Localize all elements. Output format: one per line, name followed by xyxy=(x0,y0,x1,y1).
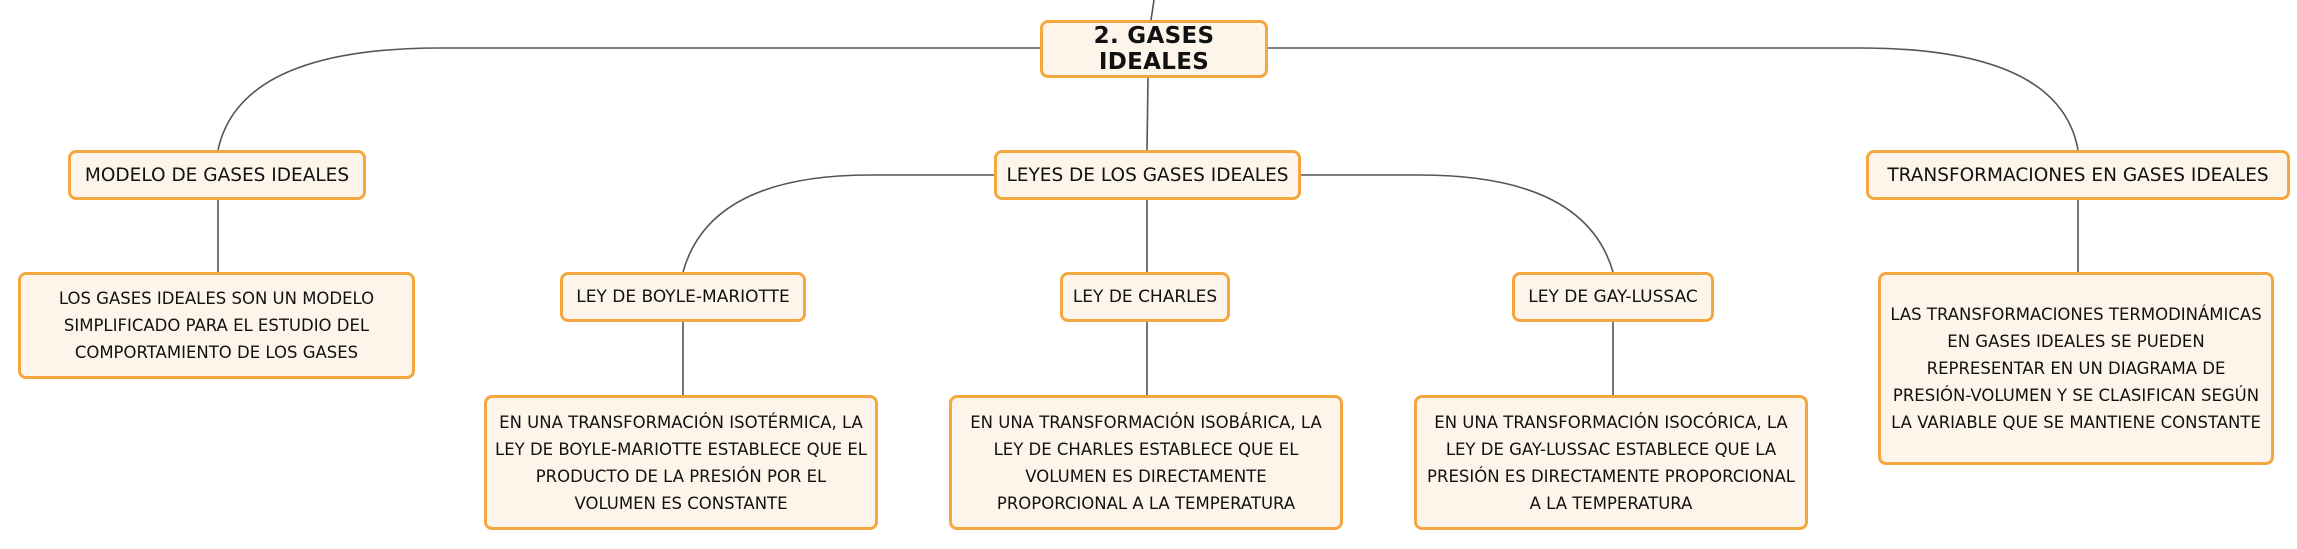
connector-root-modelo xyxy=(217,47,1040,151)
connector-leyes-gaylussac xyxy=(1301,174,1614,273)
ley-boyle-description-text: EN UNA TRANSFORMACIÓN ISOTÉRMICA, LA LEY… xyxy=(495,412,867,513)
ley-gaylussac-description-text: EN UNA TRANSFORMACIÓN ISOCÓRICA, LA LEY … xyxy=(1427,412,1795,513)
ley-charles-description-node[interactable]: EN UNA TRANSFORMACIÓN ISOBÁRICA, LA LEY … xyxy=(949,395,1343,530)
connector-parent-root xyxy=(1150,0,1155,21)
connector-leyes-boyle xyxy=(682,174,994,273)
branch-leyes-label: LEYES DE LOS GASES IDEALES xyxy=(1006,164,1289,186)
modelo-description-text: LOS GASES IDEALES SON UN MODELO SIMPLIFI… xyxy=(58,289,375,362)
connector-root-leyes xyxy=(1146,77,1149,151)
connector-root-transformaciones xyxy=(1268,47,2079,151)
ley-charles-description-text: EN UNA TRANSFORMACIÓN ISOBÁRICA, LA LEY … xyxy=(970,412,1322,513)
modelo-description-node[interactable]: LOS GASES IDEALES SON UN MODELO SIMPLIFI… xyxy=(18,272,415,379)
branch-transformaciones-label: TRANSFORMACIONES EN GASES IDEALES xyxy=(1887,164,2269,186)
ley-gaylussac-description-node[interactable]: EN UNA TRANSFORMACIÓN ISOCÓRICA, LA LEY … xyxy=(1414,395,1808,530)
transformaciones-description-node[interactable]: LAS TRANSFORMACIONES TERMODINÁMICAS EN G… xyxy=(1878,272,2274,465)
ley-gaylussac-node[interactable]: LEY DE GAY-LUSSAC xyxy=(1512,272,1714,322)
transformaciones-description-text: LAS TRANSFORMACIONES TERMODINÁMICAS EN G… xyxy=(1890,305,2262,432)
ley-charles-label: LEY DE CHARLES xyxy=(1072,287,1218,307)
root-label: 2. GASES IDEALES xyxy=(1093,23,1215,75)
ley-charles-node[interactable]: LEY DE CHARLES xyxy=(1060,272,1230,322)
branch-modelo-node[interactable]: MODELO DE GASES IDEALES xyxy=(68,150,366,200)
branch-leyes-node[interactable]: LEYES DE LOS GASES IDEALES xyxy=(994,150,1301,200)
branch-transformaciones-node[interactable]: TRANSFORMACIONES EN GASES IDEALES xyxy=(1866,150,2290,200)
branch-modelo-label: MODELO DE GASES IDEALES xyxy=(84,164,350,186)
ley-boyle-node[interactable]: LEY DE BOYLE-MARIOTTE xyxy=(560,272,806,322)
ley-boyle-label: LEY DE BOYLE-MARIOTTE xyxy=(576,287,790,307)
root-node[interactable]: 2. GASES IDEALES xyxy=(1040,20,1268,78)
ley-boyle-description-node[interactable]: EN UNA TRANSFORMACIÓN ISOTÉRMICA, LA LEY… xyxy=(484,395,878,530)
ley-gaylussac-label: LEY DE GAY-LUSSAC xyxy=(1528,287,1698,307)
